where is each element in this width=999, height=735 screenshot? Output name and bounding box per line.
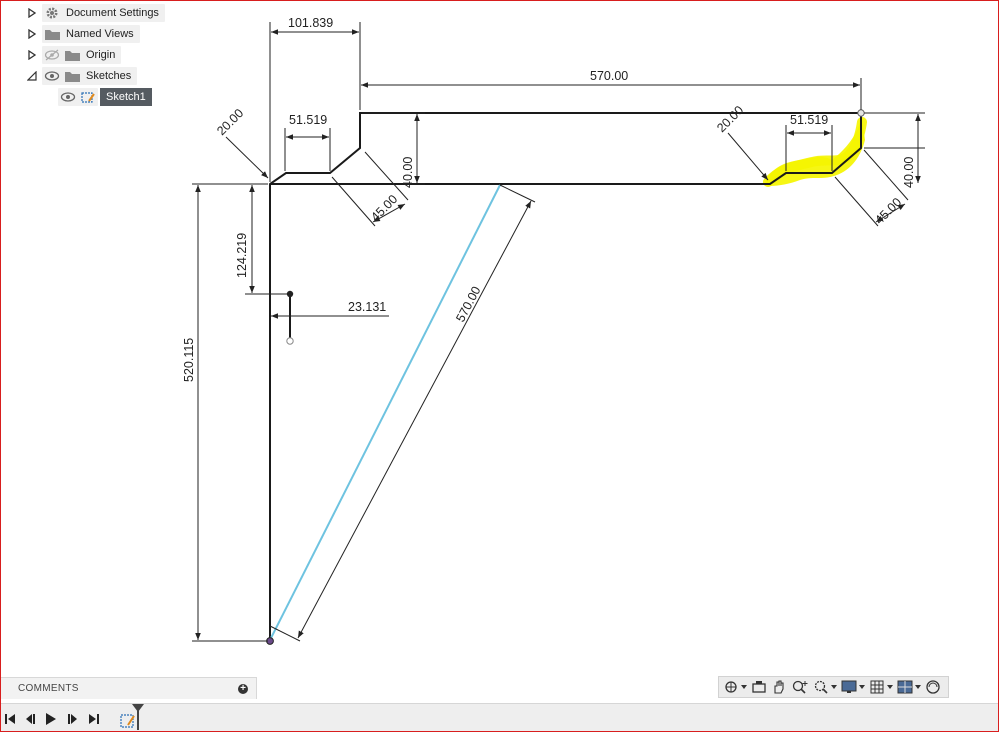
step-forward-icon[interactable] (66, 712, 82, 726)
dim-top-length[interactable]: 570.00 (590, 69, 628, 83)
sketch-canvas[interactable]: 101.839 570.00 20.00 51.519 40.00 45.00 … (0, 0, 999, 700)
dim-right-chamfer[interactable]: 20.00 (714, 103, 746, 135)
dim-left-angle[interactable]: 45.00 (368, 192, 400, 224)
timeline-bar (0, 703, 999, 732)
add-comment-icon[interactable]: + (238, 683, 248, 694)
browser-item-document-settings[interactable]: Document Settings (26, 3, 165, 23)
expand-arrow-icon[interactable] (26, 45, 38, 65)
folder-icon (62, 46, 82, 64)
effects-icon[interactable] (925, 677, 941, 697)
dim-left-chamfer[interactable]: 20.00 (214, 106, 246, 138)
sketch-icon (78, 88, 98, 106)
viewports-icon[interactable] (897, 677, 921, 697)
gear-icon (42, 4, 62, 22)
comments-label: COMMENTS (18, 683, 79, 694)
dim-right-flat[interactable]: 51.519 (790, 113, 828, 127)
sketch-label[interactable]: Sketch1 (100, 88, 152, 106)
browser-item-label: Document Settings (66, 7, 159, 19)
folder-icon (42, 25, 62, 43)
orbit-icon[interactable] (723, 677, 747, 697)
expand-arrow-icon[interactable] (26, 3, 38, 23)
sketch-geometry[interactable] (269, 112, 862, 640)
construction-line[interactable] (269, 184, 501, 641)
browser-item-named-views[interactable]: Named Views (26, 24, 140, 44)
look-at-icon[interactable] (751, 677, 767, 697)
expand-arrow-icon[interactable] (26, 24, 38, 44)
grid-icon[interactable] (869, 677, 893, 697)
dim-vertical-offset[interactable]: 124.219 (235, 233, 249, 278)
dim-top-offset[interactable]: 101.839 (288, 16, 333, 30)
browser-item-origin[interactable]: Origin (26, 45, 122, 65)
dim-total-height[interactable]: 520.115 (182, 338, 196, 382)
browser-item-label: Sketches (86, 70, 132, 82)
fit-icon[interactable] (813, 677, 837, 697)
dim-left-height[interactable]: 40.00 (401, 157, 415, 188)
corner-point[interactable] (857, 109, 865, 117)
dim-horizontal-offset[interactable]: 23.131 (348, 300, 386, 314)
comments-panel[interactable]: COMMENTS + (0, 677, 257, 699)
dimensions (192, 22, 925, 642)
dim-right-angle[interactable]: 45.00 (872, 195, 904, 227)
reference-point-line[interactable] (286, 290, 294, 345)
browser-item-sketches[interactable]: Sketches (26, 66, 138, 86)
play-icon[interactable] (45, 712, 61, 726)
step-back-icon[interactable] (24, 712, 40, 726)
browser-item-label: Named Views (66, 28, 134, 40)
skip-to-end-icon[interactable] (88, 712, 104, 726)
hidden-eye-icon[interactable] (42, 46, 62, 64)
skip-to-start-icon[interactable] (4, 712, 20, 726)
dim-left-flat[interactable]: 51.519 (289, 113, 327, 127)
eye-icon[interactable] (42, 67, 62, 85)
timeline-marker[interactable] (132, 704, 144, 712)
navigation-toolbar (718, 676, 949, 698)
dim-diagonal-length[interactable]: 570.00 (453, 284, 483, 324)
profile-outline[interactable] (269, 112, 862, 640)
timeline-marker-stem (137, 710, 139, 730)
browser-item-sketch1[interactable]: Sketch1 (58, 87, 152, 107)
browser-item-label: Origin (86, 49, 116, 61)
zoom-icon[interactable] (791, 677, 809, 697)
dim-right-height[interactable]: 40.00 (902, 157, 916, 188)
eye-icon[interactable] (58, 88, 78, 106)
pan-icon[interactable] (771, 677, 787, 697)
expanded-arrow-icon[interactable] (26, 66, 38, 86)
display-settings-icon[interactable] (841, 677, 865, 697)
sketch-feature-icon[interactable] (120, 710, 140, 730)
folder-icon (62, 67, 82, 85)
